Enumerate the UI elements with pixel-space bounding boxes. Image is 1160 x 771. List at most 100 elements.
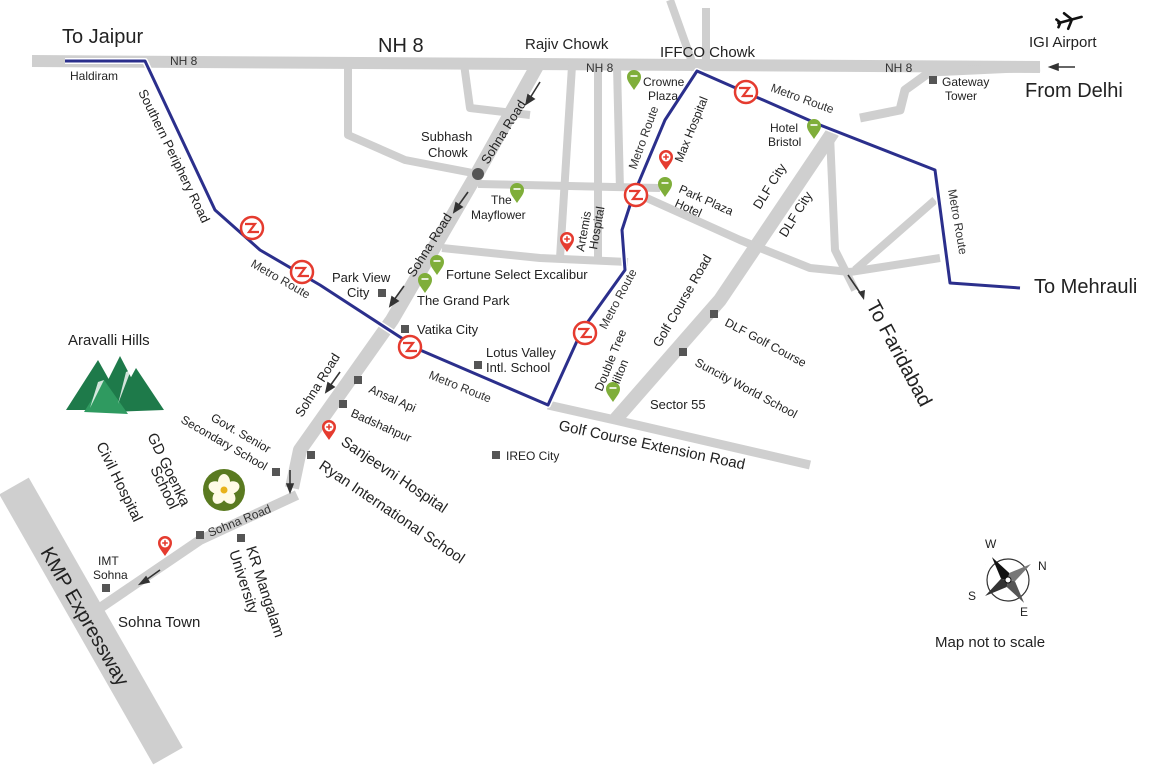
- square-marker-icon: [354, 376, 362, 384]
- hospital-pin-icon: [321, 419, 337, 441]
- crowne-plaza-label-1: Crowne: [643, 75, 685, 89]
- nh8-road: [31, 55, 1041, 73]
- compass-s: S: [968, 589, 976, 603]
- civil-hospital-label: Civil Hospital: [92, 439, 145, 524]
- square-marker-icon: [474, 361, 482, 369]
- square-marker-icon: [929, 76, 937, 84]
- nh8-main-label: NH 8: [378, 35, 424, 57]
- square-marker-icon: [339, 400, 347, 408]
- sohna-town-label: Sohna Town: [118, 614, 200, 631]
- metro-station-icon: [733, 79, 759, 105]
- mehrauli-road: [852, 196, 938, 274]
- gateway-tower-label-1: Gateway: [942, 75, 989, 89]
- from-delhi-label: From Delhi: [1025, 80, 1123, 102]
- hotel-pin-icon: [509, 182, 525, 204]
- grand-park-label: The Grand Park: [417, 293, 510, 308]
- imt-sohna-label-1: IMT: [98, 554, 119, 568]
- sector55-label: Sector 55: [650, 397, 706, 412]
- road-network: [0, 0, 1041, 765]
- subhash-chowk-label-2: Chowk: [428, 145, 468, 160]
- inner-road-1: [344, 64, 479, 178]
- nh8-connector: [859, 62, 1041, 123]
- mountain-icon: [66, 356, 164, 414]
- lotus-valley-label-1: Lotus Valley: [486, 345, 556, 360]
- crowne-plaza-label-2: Plaza: [648, 89, 678, 103]
- square-marker-icon: [492, 451, 500, 459]
- hotel-pin-icon: [626, 69, 642, 91]
- park-plaza-road: [638, 191, 941, 276]
- hotel-bristol-label-2: Bristol: [768, 135, 801, 149]
- artemis-label-1: Artemis: [573, 210, 594, 252]
- square-marker-icon: [307, 451, 315, 459]
- hotel-pin-icon: [806, 118, 822, 140]
- nh8-label-2: NH 8: [586, 61, 614, 75]
- airplane-icon: [1055, 12, 1083, 31]
- inner-road-2: [460, 63, 531, 119]
- nh8-label-1: NH 8: [170, 54, 198, 68]
- to-jaipur-label: To Jaipur: [62, 26, 143, 48]
- faridabad-arrowhead: [858, 290, 865, 300]
- inner-road-7: [613, 65, 624, 191]
- compass-w: W: [985, 537, 997, 551]
- square-marker-icon: [378, 289, 386, 297]
- metro-station-icon: [397, 334, 423, 360]
- to-faridabad-label: To Faridabad: [862, 297, 936, 410]
- dlf-golf-label: DLF Golf Course: [723, 315, 809, 370]
- square-marker-icon: [710, 310, 718, 318]
- kmp-expressway: [0, 477, 183, 765]
- square-marker-icon: [401, 325, 409, 333]
- dlf-city-road: [609, 128, 839, 425]
- igi-airport-label: IGI Airport: [1029, 34, 1097, 51]
- to-mehrauli-label: To Mehrauli: [1034, 276, 1137, 298]
- square-marker-icon: [237, 534, 245, 542]
- compass-n: N: [1038, 559, 1047, 573]
- iffco-north-road-1: [666, 0, 699, 72]
- sohna-town-road: [97, 490, 300, 613]
- metro-route-label-2: Metro Route: [427, 368, 494, 406]
- aravalli-hills-label: Aravalli Hills: [68, 332, 150, 349]
- hotel-pin-icon: [605, 381, 621, 403]
- iffco-chowk-label: IFFCO Chowk: [660, 44, 756, 61]
- mayflower-label-1: The: [491, 193, 512, 207]
- lotus-valley-label-2: Intl. School: [486, 360, 550, 375]
- imt-sohna-label-2: Sohna: [93, 568, 128, 582]
- square-marker-icon: [102, 584, 110, 592]
- rajiv-chowk-label: Rajiv Chowk: [525, 36, 609, 53]
- inner-road-5: [556, 65, 576, 259]
- metro-route-label-5: Metro Route: [769, 81, 836, 117]
- golf-course-ext-road: [547, 400, 812, 470]
- ansal-api-label: Ansal Api: [367, 382, 418, 415]
- flower-logo-icon: [203, 469, 245, 511]
- hotel-bristol-label-1: Hotel: [770, 121, 798, 135]
- compass-icon: [982, 557, 1034, 603]
- inner-road-4: [441, 244, 629, 266]
- suncity-label: Suncity World School: [693, 355, 800, 421]
- square-marker-icon: [272, 468, 280, 476]
- fortune-label: Fortune Select Excalibur: [446, 267, 588, 282]
- gateway-tower-label-2: Tower: [945, 89, 977, 103]
- map-note: Map not to scale: [935, 634, 1045, 651]
- subhash-chowk-marker: [472, 168, 484, 180]
- ireo-label: IREO City: [506, 449, 559, 463]
- haldiram-label: Haldiram: [70, 69, 118, 83]
- southern-periphery-label: Southern Periphery Road: [135, 87, 213, 225]
- hotel-pin-icon: [429, 254, 445, 276]
- vatika-city-label: Vatika City: [417, 322, 479, 337]
- metro-station-icon: [239, 215, 265, 241]
- square-marker-icon: [196, 531, 204, 539]
- badshahpur-label: Badshahpur: [349, 406, 414, 445]
- metro-route-label-6: Metro Route: [945, 188, 970, 256]
- mayflower-label-2: Mayflower: [471, 208, 526, 222]
- direction-arrows: [137, 62, 1075, 586]
- metro-station-icon: [623, 182, 649, 208]
- compass-e: E: [1020, 605, 1028, 619]
- metro-station-icon: [572, 320, 598, 346]
- square-marker-icon: [679, 348, 687, 356]
- park-view-label-1: Park View: [332, 270, 391, 285]
- hotel-pin-icon: [417, 272, 433, 294]
- nh8-label-3: NH 8: [885, 61, 913, 75]
- park-view-label-2: City: [347, 285, 370, 300]
- hospital-pin-icon: [658, 149, 674, 171]
